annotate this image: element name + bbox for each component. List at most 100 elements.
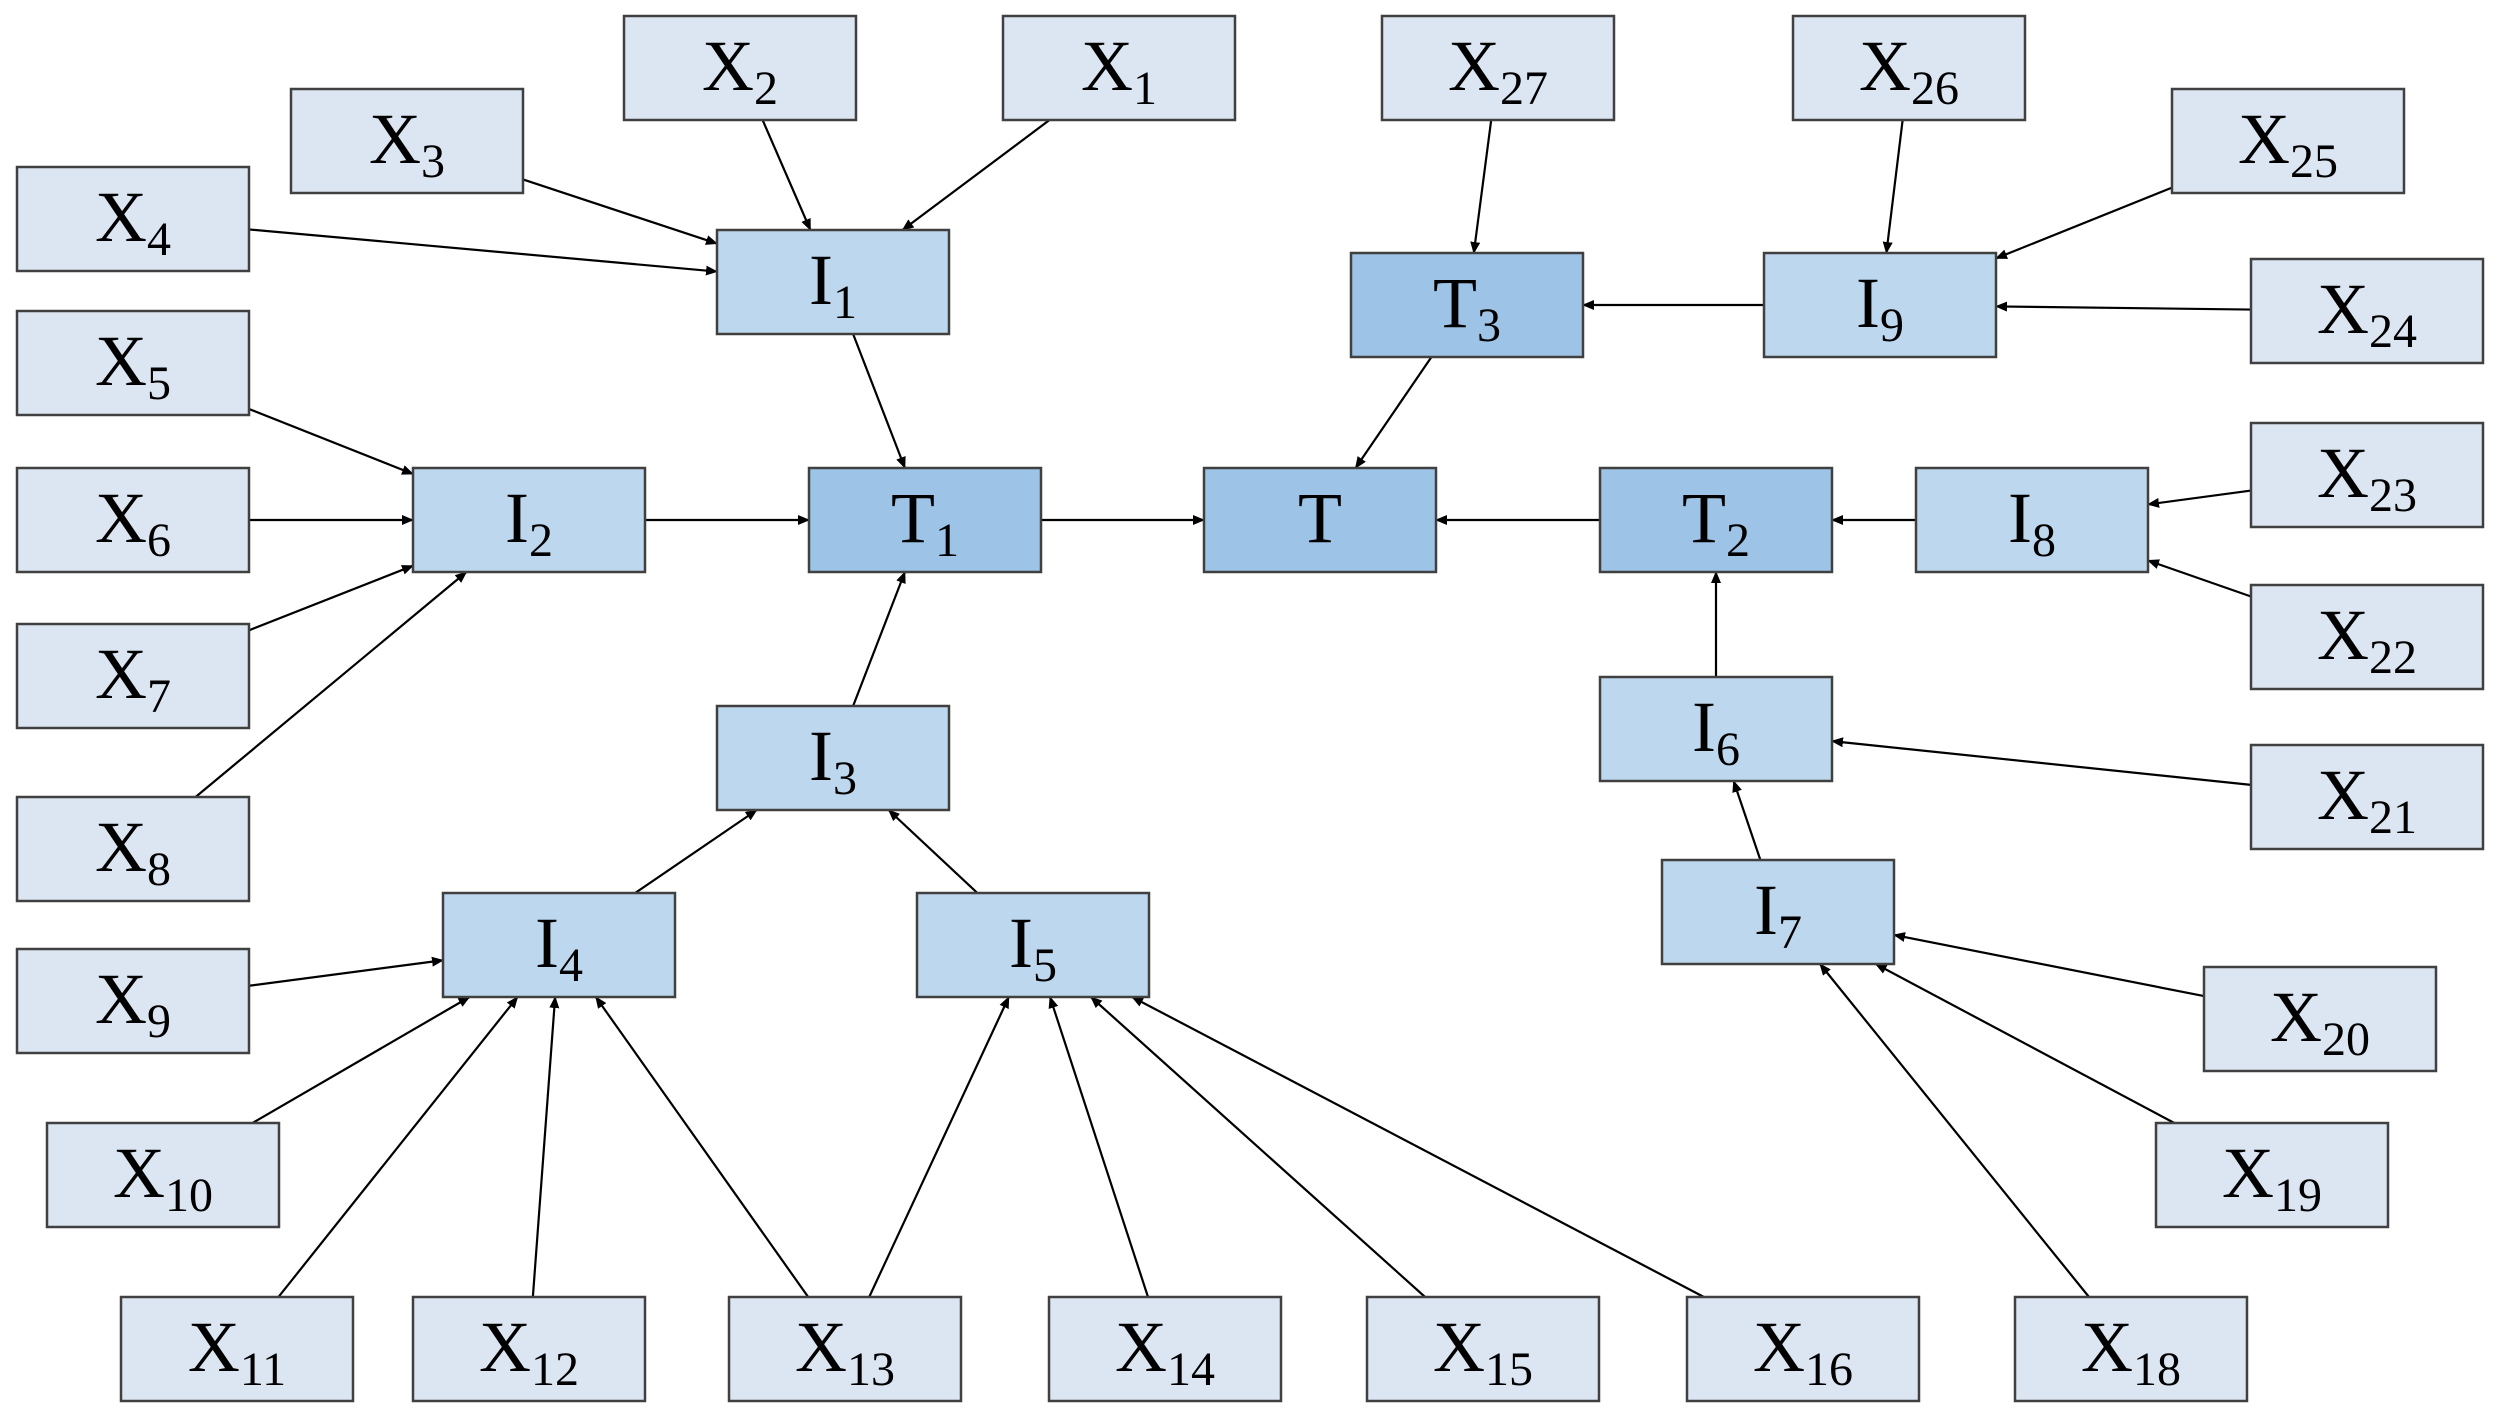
edge-X8-to-I2 — [194, 571, 468, 798]
node-label-base: X — [95, 478, 147, 558]
node-label-subscript: 10 — [165, 1169, 213, 1222]
edge-X7-to-I2 — [248, 564, 414, 632]
node-label-subscript: 26 — [1911, 62, 1959, 115]
node-box — [15, 795, 251, 903]
node-label: T1 — [891, 478, 959, 567]
node-label: X1 — [1081, 26, 1157, 115]
node-box — [411, 1295, 647, 1403]
node-X25: X25 — [2170, 87, 2406, 195]
node-label-subscript: 1 — [935, 514, 959, 567]
node-box — [1202, 466, 1438, 574]
node-label: X7 — [95, 634, 171, 723]
node-X23: X23 — [2249, 421, 2485, 529]
node-label: I9 — [1856, 263, 1904, 352]
node-label-subscript: 4 — [147, 213, 171, 266]
node-I7: I7 — [1660, 858, 1896, 966]
node-I1: I1 — [715, 228, 951, 336]
node-label-subscript: 13 — [847, 1343, 895, 1396]
edge-X2-to-I1 — [761, 119, 812, 231]
node-label-subscript: 3 — [421, 135, 445, 188]
node-label-base: I — [1754, 870, 1778, 950]
node-box — [289, 87, 525, 195]
node-box — [2013, 1295, 2249, 1403]
node-label-base: X — [95, 807, 147, 887]
edge-I7-to-I6 — [1732, 780, 1762, 861]
node-box — [2249, 257, 2485, 365]
node-label: X4 — [95, 177, 171, 266]
node-box — [2154, 1121, 2390, 1229]
node-X15: X15 — [1365, 1295, 1601, 1403]
node-T3: T3 — [1349, 251, 1585, 359]
node-box — [1685, 1295, 1921, 1403]
node-label: X8 — [95, 807, 171, 896]
edge-X10-to-I4 — [251, 996, 471, 1124]
node-I6: I6 — [1598, 675, 1834, 783]
node-label-subscript: 18 — [2133, 1343, 2181, 1396]
node-label-base: I — [809, 716, 833, 796]
node-label-base: X — [1859, 26, 1911, 106]
node-label: X2 — [702, 26, 778, 115]
node-label: X12 — [479, 1307, 579, 1396]
node-box — [15, 309, 251, 417]
node-box — [2249, 421, 2485, 529]
node-label-base: I — [535, 903, 559, 983]
node-label-subscript: 27 — [1500, 62, 1548, 115]
node-X22: X22 — [2249, 583, 2485, 691]
node-label-base: I — [1856, 263, 1880, 343]
node-label: X26 — [1859, 26, 1959, 115]
edge-X3-to-I1 — [522, 178, 718, 245]
node-box — [715, 704, 951, 812]
node-box — [1047, 1295, 1283, 1403]
edge-X18-to-I7 — [1819, 963, 2090, 1298]
node-box — [1001, 14, 1237, 122]
node-label: T3 — [1433, 263, 1501, 352]
node-box — [807, 466, 1043, 574]
node-label-base: X — [1081, 26, 1133, 106]
node-X2: X2 — [622, 14, 858, 122]
node-label-subscript: 8 — [2032, 514, 2056, 567]
edge-X15-to-I5 — [1090, 996, 1426, 1298]
node-label: I3 — [809, 716, 857, 805]
node-box — [622, 14, 858, 122]
node-X1: X1 — [1001, 14, 1237, 122]
node-label-base: X — [188, 1307, 240, 1387]
node-T1: T1 — [807, 466, 1043, 574]
node-label: X5 — [95, 321, 171, 410]
node-label-base: T — [1298, 478, 1342, 558]
edge-X4-to-I1 — [248, 228, 718, 276]
node-label-subscript: 6 — [147, 514, 171, 567]
edge-X16-to-I5 — [1131, 996, 1705, 1298]
node-label: X13 — [795, 1307, 895, 1396]
edge-T3-to-T — [1354, 356, 1433, 469]
node-label-subscript: 15 — [1485, 1343, 1533, 1396]
node-label-base: X — [2317, 269, 2369, 349]
node-label: X10 — [113, 1133, 213, 1222]
node-label-subscript: 2 — [1726, 514, 1750, 567]
node-X27: X27 — [1380, 14, 1616, 122]
node-label-subscript: 1 — [1133, 62, 1157, 115]
node-label-base: X — [2238, 99, 2290, 179]
node-label-base: X — [95, 634, 147, 714]
node-label: X24 — [2317, 269, 2417, 358]
node-label: X18 — [2081, 1307, 2181, 1396]
node-label-subscript: 7 — [1778, 906, 1802, 959]
node-X21: X21 — [2249, 743, 2485, 851]
node-label-subscript: 24 — [2369, 305, 2417, 358]
node-label: X19 — [2222, 1133, 2322, 1222]
node-T2: T2 — [1598, 466, 1834, 574]
node-box — [15, 947, 251, 1055]
node-label-subscript: 8 — [147, 843, 171, 896]
node-label-subscript: 25 — [2290, 135, 2338, 188]
node-label-subscript: 5 — [1033, 939, 1057, 992]
node-label-base: X — [1433, 1307, 1485, 1387]
node-label-base: X — [95, 177, 147, 257]
node-label-subscript: 3 — [833, 752, 857, 805]
node-label-subscript: 1 — [833, 276, 857, 329]
node-label: X15 — [1433, 1307, 1533, 1396]
node-label-base: X — [369, 99, 421, 179]
node-box — [2202, 965, 2438, 1073]
node-label-subscript: 6 — [1716, 723, 1740, 776]
